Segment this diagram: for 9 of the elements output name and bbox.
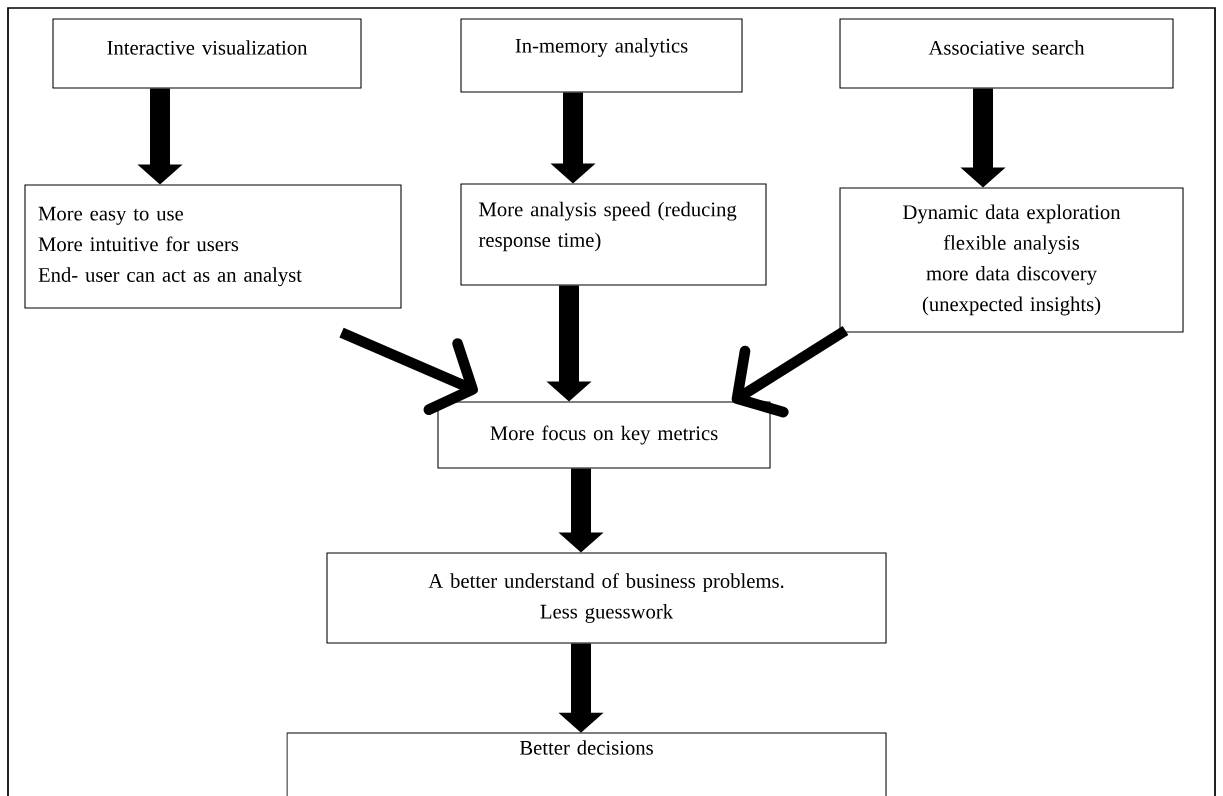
process-box: Dynamic data exploration flexible analysis more data discovery (unexpected insights) [839, 187, 1184, 333]
process-box: Associative search [839, 18, 1174, 89]
process-box: Interactive visualization [52, 18, 362, 89]
process-box: In-memory analytics [460, 18, 743, 93]
process-box: Better decisions [286, 732, 887, 796]
process-box: More analysis speed (reducing response time) [460, 183, 767, 286]
process-box: More focus on key metrics [437, 401, 771, 469]
process-box: More easy to use More intuitive for users End- user can act as an analyst [24, 184, 402, 309]
process-box: A better understand of business problems. Less guesswork [326, 552, 887, 644]
